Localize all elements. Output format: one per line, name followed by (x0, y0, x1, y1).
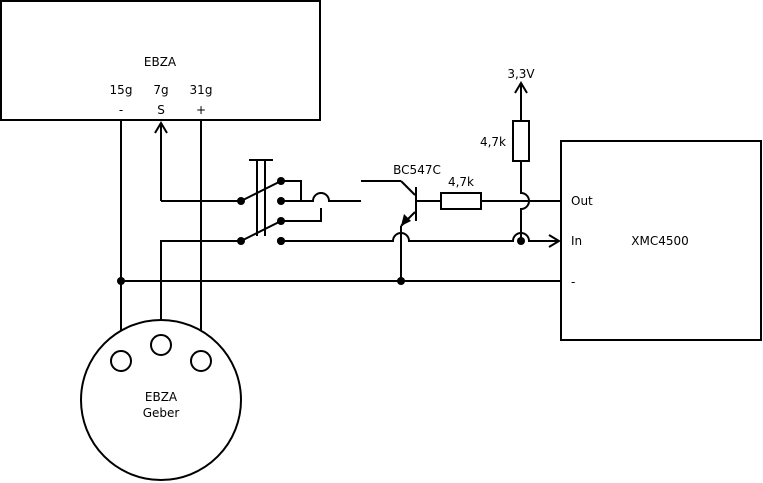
ebza-box-title: EBZA (144, 55, 177, 69)
connector-pin-plus (190, 350, 212, 372)
connector-label-line1: EBZA (145, 390, 178, 404)
xmc4500-title: XMC4500 (631, 234, 689, 248)
wire-to-transistor-base (301, 192, 361, 202)
connector-pin-signal (150, 334, 172, 356)
ebza-pin-15g-label: 15g (110, 83, 133, 97)
switch-pole-lower (240, 220, 282, 242)
switch-contact (237, 237, 245, 245)
wire-geber-signal (160, 240, 241, 344)
connector-label-line2: Geber (143, 406, 180, 420)
wire-pullup-to-in (520, 161, 530, 241)
ebza-module-box (0, 0, 321, 121)
base-resistor (440, 192, 482, 210)
ebza-pin-plus-symbol: + (196, 103, 206, 117)
pullup-resistor (512, 120, 530, 162)
ebza-pin-7g-label: 7g (153, 83, 168, 97)
switch-contact (237, 197, 245, 205)
base-resistor-label: 4,7k (448, 175, 474, 189)
junction-dot (277, 237, 285, 245)
ebza-pin-signal-symbol: S (157, 103, 165, 117)
wire-switch-link-upper (281, 180, 302, 202)
junction-dot (117, 277, 125, 285)
pullup-resistor-label: 4,7k (480, 135, 506, 149)
xmc4500-board-box (560, 140, 762, 341)
supply-voltage-label: 3,3V (507, 67, 535, 81)
xmc-pin-out-label: Out (571, 194, 593, 208)
xmc-pin-gnd-label: - (571, 275, 575, 289)
wire-switch-to-xmc-in (281, 232, 559, 242)
connector-pin-minus (110, 350, 132, 372)
transistor-label: BC547C (393, 163, 441, 177)
ebza-pin-minus-symbol: - (119, 103, 123, 117)
transistor-collector (400, 180, 416, 196)
switch-pole-upper (240, 180, 282, 202)
supply-arrow-head (514, 81, 528, 94)
wire-switch-link-lower (281, 208, 322, 222)
transistor-emitter-arrow (401, 214, 411, 226)
signal-arrow-head (154, 121, 168, 134)
xmc-in-arrow-head (548, 234, 561, 248)
ebza-pin-31g-label: 31g (190, 83, 213, 97)
xmc-pin-in-label: In (571, 234, 582, 248)
